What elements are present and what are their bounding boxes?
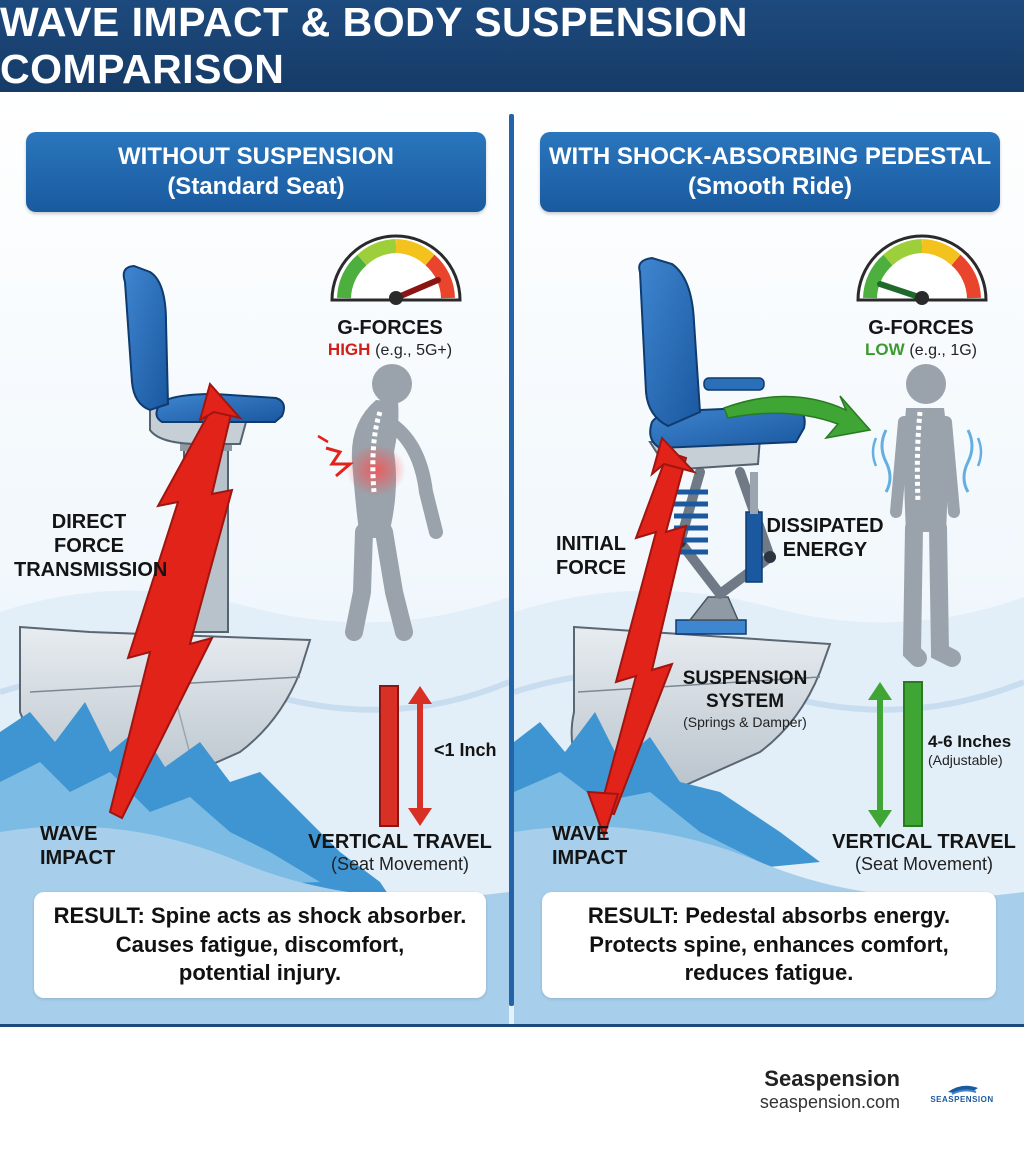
left-vertical-travel-label: VERTICAL TRAVEL (Seat Movement) xyxy=(308,831,492,874)
right-result-box: RESULT: Pedestal absorbs energy. Protect… xyxy=(542,892,996,998)
right-panel-title: WITH SHOCK-ABSORBING PEDESTAL (Smooth Ri… xyxy=(540,132,1000,212)
right-subtitle-text: (Smooth Ride) xyxy=(688,173,852,200)
left-wave-impact-label: WAVE IMPACT xyxy=(40,823,116,869)
right-wave-impact-label: WAVE IMPACT xyxy=(552,823,628,869)
brand-url[interactable]: seaspension.com xyxy=(759,1092,900,1112)
left-gforces-label: G-FORCES HIGH (e.g., 5G+) xyxy=(327,317,453,359)
seaspension-logo-icon xyxy=(948,1085,978,1095)
brand-name: Seaspension xyxy=(764,1066,900,1091)
left-gforce-gauge-high xyxy=(330,234,462,305)
right-title-text: WITH SHOCK-ABSORBING PEDESTAL xyxy=(548,143,992,170)
suspension-system-label: SUSPENSION SYSTEM (Springs & Damper) xyxy=(682,668,808,730)
left-travel-indicator xyxy=(379,685,432,827)
left-person-pain xyxy=(317,364,443,641)
right-suspension-seat xyxy=(638,256,806,472)
direct-force-label: DIRECT FORCE TRANSMISSION xyxy=(14,511,168,581)
footer-divider xyxy=(0,1024,1024,1027)
initial-force-arrow xyxy=(586,436,698,840)
right-gforce-gauge-low xyxy=(856,234,988,305)
left-travel-value: <1 Inch xyxy=(434,740,497,760)
page-title: WAVE IMPACT & BODY SUSPENSION COMPARISON xyxy=(0,0,1024,92)
dissipated-energy-arrow xyxy=(723,395,872,440)
panel-divider xyxy=(509,114,514,1006)
right-travel-indicator xyxy=(868,681,923,828)
left-subtitle-text: (Standard Seat) xyxy=(167,173,345,200)
left-title-text: WITHOUT SUSPENSION xyxy=(117,143,394,170)
initial-force-label: INITIAL FORCE xyxy=(556,533,626,579)
right-person-upright xyxy=(871,364,983,667)
right-gforces-label: G-FORCES LOW (e.g., 1G) xyxy=(865,317,977,359)
left-panel-title: WITHOUT SUSPENSION (Standard Seat) xyxy=(26,132,486,212)
right-travel-value: 4-6 Inches (Adjustable) xyxy=(928,732,1012,769)
brand-logo-text: SEASPENSION xyxy=(930,1095,994,1104)
comparison-stage: WITHOUT SUSPENSION (Standard Seat) WITH … xyxy=(0,92,1024,1026)
dissipated-energy-label: DISSIPATED ENERGY xyxy=(766,515,884,561)
left-result-box: RESULT: Spine acts as shock absorber. Ca… xyxy=(34,892,486,998)
direct-force-arrow xyxy=(108,381,243,820)
right-vertical-travel-label: VERTICAL TRAVEL (Seat Movement) xyxy=(832,831,1016,874)
